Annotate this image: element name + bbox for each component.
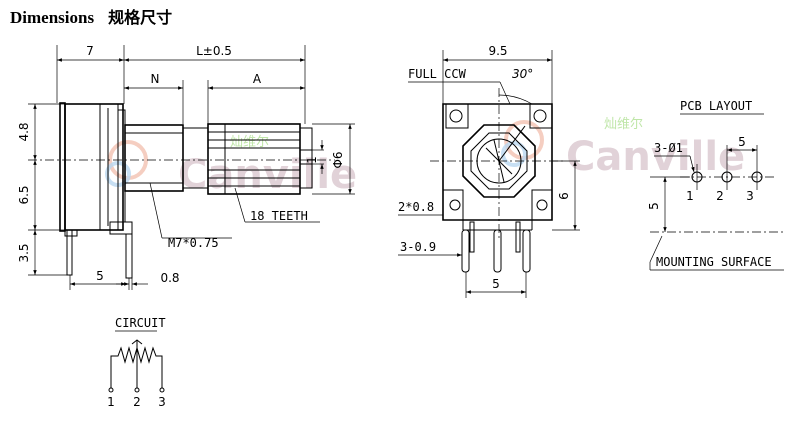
label-mounting-surface: MOUNTING SURFACE	[656, 255, 772, 269]
side-view-outline	[59, 102, 313, 279]
dim-pin-pitch: 5	[96, 269, 104, 283]
circuit-pin-1: 1	[107, 395, 115, 409]
label-thread: M7*0.75	[168, 236, 219, 250]
front-view: 30° FULL CCW 9.5 2*0.8 6 3-0.9	[398, 44, 580, 298]
dim-0-8: 0.8	[160, 271, 179, 285]
dim-body-width: 7	[86, 44, 94, 58]
pcb-layout: PCB LAYOUT 1 2 3 3-Ø1 5 5 MOUNTING SURFA…	[647, 99, 785, 271]
label-teeth: 18 TEETH	[250, 209, 308, 223]
circuit-title: CIRCUIT	[115, 316, 166, 330]
circuit: CIRCUIT 1 2 3	[107, 316, 166, 409]
pcb-pin-3: 3	[746, 189, 754, 203]
pcb-pin-2: 2	[716, 189, 724, 203]
dim-2x0-8: 2*0.8	[398, 200, 434, 214]
label-full-ccw: FULL CCW	[408, 67, 467, 81]
title-zh: 规格尺寸	[108, 8, 173, 27]
dim-4-8: 4.8	[17, 122, 31, 141]
dim-total-length: L±0.5	[196, 44, 232, 58]
pcb-dim-h: 5	[738, 135, 746, 149]
page-title: Dimensions 规格尺寸	[10, 4, 172, 28]
side-view: 7 L±0.5 N A 4.8 6.5 3.5 5 0.8	[17, 44, 355, 290]
watermark-left: Canville 灿维尔	[105, 135, 357, 198]
watermark-zh-right: 灿维尔	[604, 117, 643, 132]
dim-front-pin-pitch: 5	[492, 277, 500, 291]
watermark-zh-left: 灿维尔	[230, 135, 269, 150]
front-view-pins	[461, 221, 531, 273]
dim-3-5: 3.5	[17, 243, 31, 262]
circuit-pin-2: 2	[133, 395, 141, 409]
dim-pin-width: 3-0.9	[400, 240, 436, 254]
dim-shaft-diameter: Φ6	[331, 151, 345, 168]
rotation-angle: 30°	[512, 67, 533, 81]
watermark-right: Canville 灿维尔	[501, 117, 745, 180]
dim-slot: 1	[305, 156, 319, 164]
dim-6-5: 6.5	[17, 185, 31, 204]
dim-front-height: 6	[557, 192, 571, 200]
dim-a: A	[253, 72, 262, 86]
dim-front-width: 9.5	[488, 44, 507, 58]
dim-n: N	[151, 72, 160, 86]
pcb-dim-v: 5	[647, 202, 661, 210]
pcb-hole-label: 3-Ø1	[654, 141, 683, 155]
pcb-pin-1: 1	[686, 189, 694, 203]
watermark-brand-right: Canville	[566, 134, 745, 180]
pcb-layout-title: PCB LAYOUT	[680, 99, 752, 113]
title-en: Dimensions	[10, 8, 95, 27]
circuit-pin-3: 3	[158, 395, 166, 409]
